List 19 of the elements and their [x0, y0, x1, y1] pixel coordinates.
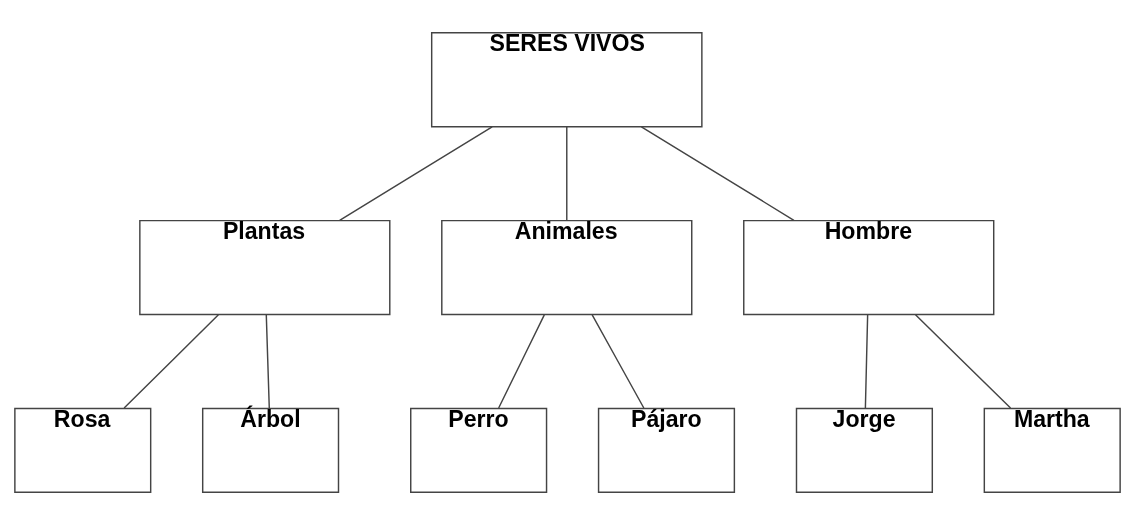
- node-box: Jorge: [795, 407, 934, 493]
- node-box: Pájaro: [597, 407, 736, 493]
- connector: [265, 314, 270, 409]
- node-box: Perro: [410, 407, 548, 493]
- node-box: Rosa: [14, 407, 152, 493]
- connector: [864, 314, 869, 409]
- node-box: Árbol: [201, 407, 340, 493]
- node-box: Martha: [983, 407, 1121, 493]
- node-box: Hombre: [743, 219, 995, 316]
- node-box: Plantas: [139, 219, 391, 316]
- connector: [497, 314, 546, 409]
- connector: [640, 126, 795, 221]
- node-box: SERES VIVOS: [430, 32, 703, 128]
- connector: [566, 126, 568, 221]
- connector: [338, 126, 493, 221]
- connector: [914, 314, 1012, 409]
- node-box: Animales: [441, 219, 693, 316]
- connector: [591, 314, 645, 409]
- connector: [123, 314, 220, 409]
